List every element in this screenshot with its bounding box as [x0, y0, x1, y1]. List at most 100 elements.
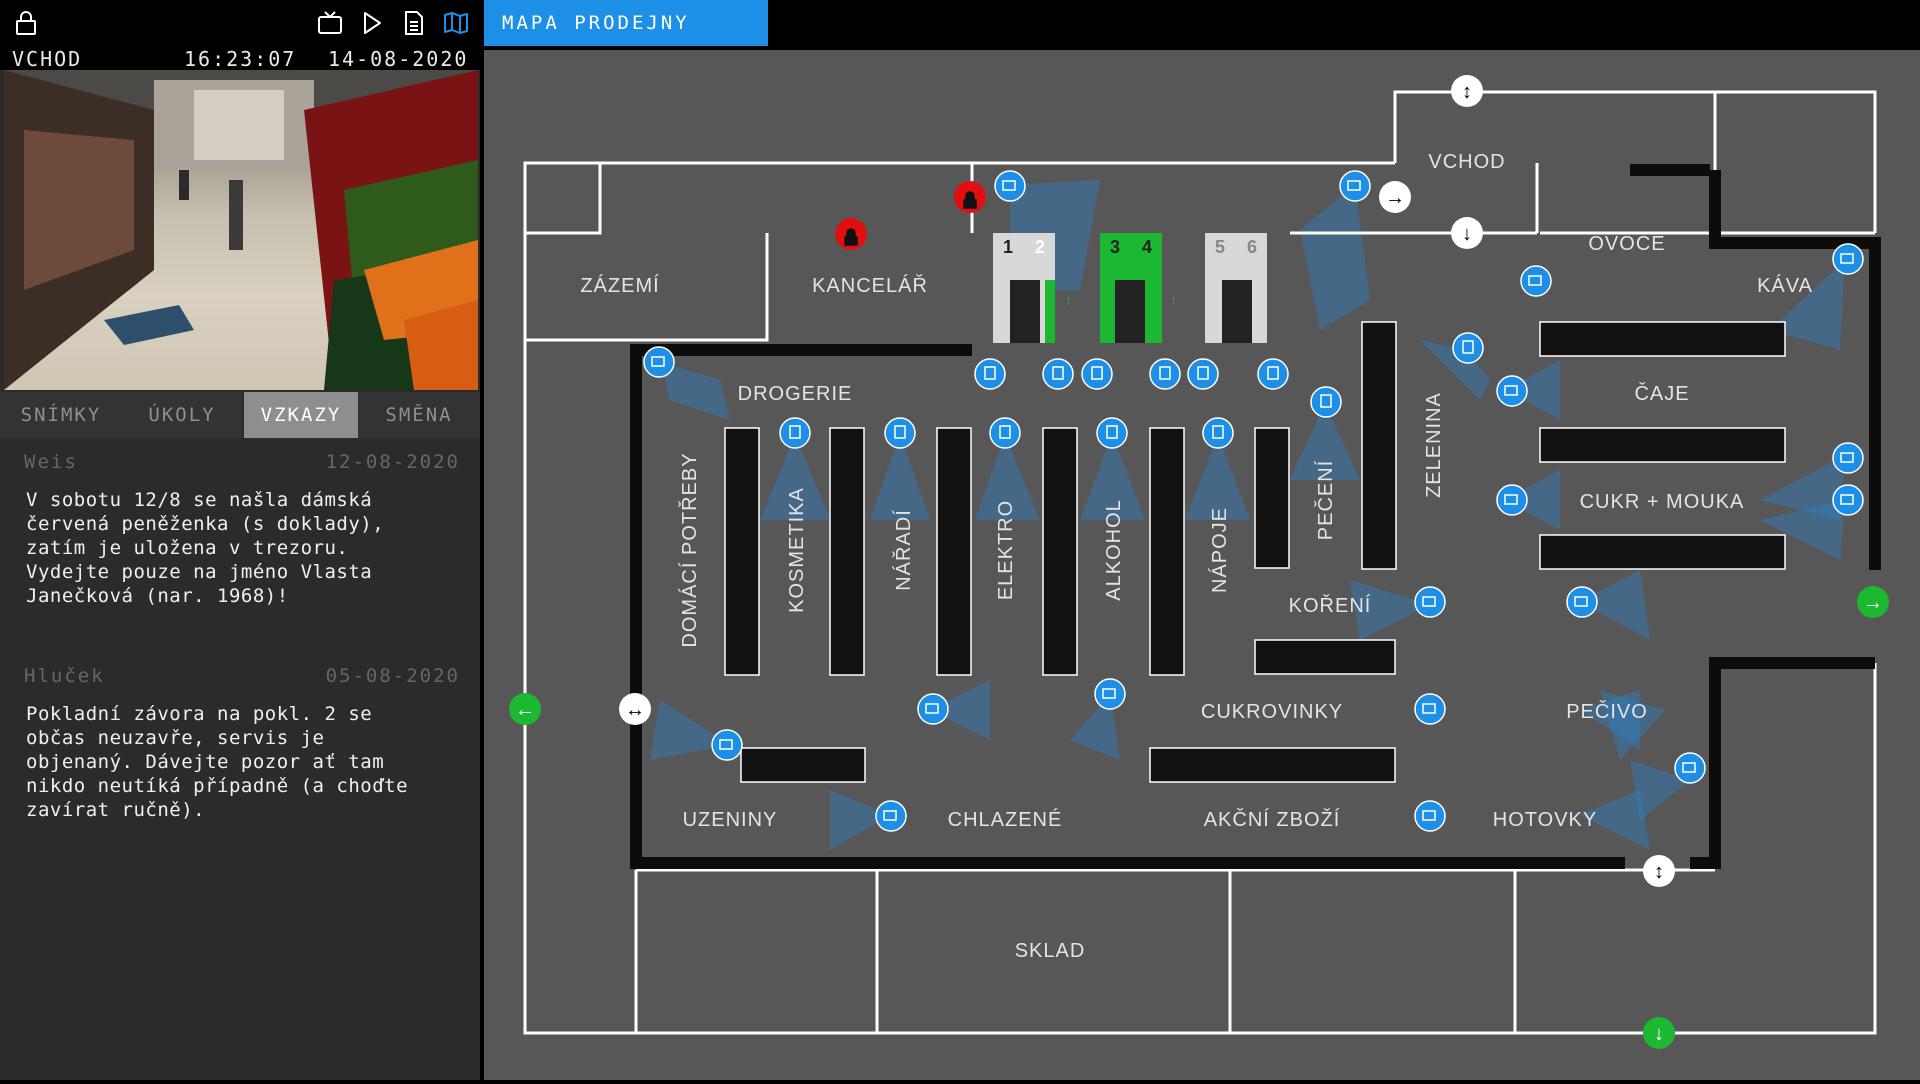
camera-icon[interactable]: [989, 417, 1021, 449]
checkout-number: 1: [1003, 237, 1013, 257]
camera-icon[interactable]: [1339, 170, 1371, 202]
left-panel: VCHOD 16:23:07 14-08-2020 SNÍMKY ÚKOLY V…: [0, 0, 480, 1080]
camera-icon[interactable]: [875, 800, 907, 832]
camera-icon[interactable]: [1096, 417, 1128, 449]
camera-icon[interactable]: [1187, 358, 1219, 390]
svg-text:→: →: [1863, 592, 1883, 614]
document-icon[interactable]: [400, 9, 428, 37]
sales-floor-border: [630, 164, 1881, 869]
camera-icon[interactable]: [1832, 243, 1864, 275]
message-author: Hluček: [24, 665, 105, 687]
zone-label: CHLAZENÉ: [948, 808, 1063, 831]
svg-text:←: ←: [515, 699, 535, 721]
message-text: V sobotu 12/8 se našla dámská červená pe…: [26, 489, 385, 607]
play-icon[interactable]: [358, 9, 386, 37]
zone-label: DOMÁCÍ POTŘEBY: [678, 452, 701, 647]
camera-icon[interactable]: [974, 358, 1006, 390]
camera-icon[interactable]: [917, 693, 949, 725]
camera-icon[interactable]: [1566, 586, 1598, 618]
camera-icon[interactable]: [884, 417, 916, 449]
lock-icon[interactable]: [835, 218, 867, 250]
map-icon[interactable]: [442, 9, 470, 37]
camera-time: 16:23:07: [184, 47, 297, 71]
lock-icon[interactable]: [954, 181, 986, 213]
svg-text:→: →: [1385, 187, 1405, 209]
tab-vzkazy[interactable]: VZKAZY: [244, 392, 358, 438]
camera-icon[interactable]: [1094, 678, 1126, 710]
door-icon[interactable]: ↓: [1451, 217, 1483, 249]
zone-label: OVOCE: [1588, 233, 1665, 255]
camera-icon[interactable]: [994, 170, 1026, 202]
zone-label: PEČENÍ: [1314, 460, 1337, 540]
checkouts: 1 2 3 4 5 6 ↑ ↑: [993, 233, 1267, 343]
zone-label: CUKROVINKY: [1201, 701, 1343, 723]
exit-icon[interactable]: ↓: [1643, 1017, 1675, 1049]
door-icon[interactable]: ↕: [1643, 855, 1675, 887]
message-date: 12-08-2020: [325, 451, 460, 473]
camera-icon[interactable]: [1674, 752, 1706, 784]
camera-icon[interactable]: [1414, 693, 1446, 725]
shelves: [724, 321, 1786, 783]
arrow-up-icon: ↑: [1065, 292, 1072, 308]
svg-text:↕: ↕: [1654, 861, 1664, 883]
message-date: 05-08-2020: [325, 665, 460, 687]
store-map-svg: 1 2 3 4 5 6 ↑ ↑ VCHOD ZÁZEMÍ KANCELÁŘ OV…: [509, 75, 1889, 1049]
door-icon[interactable]: ↕: [1451, 75, 1483, 107]
svg-text:↓: ↓: [1462, 223, 1472, 245]
zone-label: SKLAD: [1015, 940, 1086, 962]
message-author: Weis: [24, 451, 78, 473]
tv-icon[interactable]: [316, 9, 344, 37]
camera-icon[interactable]: [779, 417, 811, 449]
zone-label: ČAJE: [1634, 382, 1689, 405]
checkout-number: 3: [1110, 237, 1120, 257]
zone-label: ELEKTRO: [995, 500, 1017, 600]
store-map: 1 2 3 4 5 6 ↑ ↑ VCHOD ZÁZEMÍ KANCELÁŘ OV…: [484, 50, 1920, 1080]
tab-ukoly[interactable]: ÚKOLY: [122, 392, 242, 438]
zone-label: PEČIVO: [1566, 700, 1648, 723]
camera-feed-image: [4, 70, 478, 390]
checkout-number: 5: [1215, 237, 1225, 257]
camera-icon[interactable]: [1081, 358, 1113, 390]
lock-icon[interactable]: [12, 9, 40, 37]
zone-label: AKČNÍ ZBOŽÍ: [1204, 808, 1341, 831]
svg-text:↔: ↔: [625, 699, 645, 721]
camera-icon[interactable]: [1149, 358, 1181, 390]
camera-icon[interactable]: [1496, 375, 1528, 407]
zone-label: ALKOHOL: [1103, 499, 1125, 600]
zone-label: DROGERIE: [738, 383, 853, 405]
zone-label: UZENINY: [683, 809, 778, 831]
message-meta: Weis 12-08-2020: [24, 451, 460, 473]
tab-smena[interactable]: SMĚNA: [358, 392, 480, 438]
exit-icon[interactable]: →: [1857, 586, 1889, 618]
zone-label: ZELENINA: [1423, 392, 1445, 498]
camera-icon[interactable]: [1496, 484, 1528, 516]
camera-icon[interactable]: [1832, 442, 1864, 474]
exit-icon[interactable]: ←: [509, 693, 541, 725]
toolbar: [0, 0, 480, 46]
panel-tabs: SNÍMKY ÚKOLY VZKAZY SMĚNA: [0, 392, 480, 438]
checkout-number: 6: [1247, 237, 1257, 257]
camera-date: 14-08-2020: [328, 47, 469, 71]
camera-icon[interactable]: [1257, 358, 1289, 390]
camera-icon[interactable]: [1414, 800, 1446, 832]
camera-icon[interactable]: [1452, 332, 1484, 364]
camera-icon[interactable]: [1832, 484, 1864, 516]
camera-icon[interactable]: [1520, 265, 1552, 297]
camera-icon[interactable]: [643, 346, 675, 378]
camera-feed[interactable]: [4, 70, 478, 390]
camera-icon[interactable]: [1310, 386, 1342, 418]
tab-map[interactable]: MAPA PRODEJNY: [484, 0, 768, 46]
message-text: Pokladní závora na pokl. 2 se občas neuz…: [26, 703, 409, 821]
zone-label: VCHOD: [1428, 151, 1505, 173]
door-icon[interactable]: →: [1379, 181, 1411, 213]
camera-icon[interactable]: [711, 729, 743, 761]
door-icon[interactable]: ↔: [619, 693, 651, 725]
camera-icon[interactable]: [1202, 417, 1234, 449]
svg-text:↓: ↓: [1654, 1023, 1664, 1045]
camera-icon[interactable]: [1414, 586, 1446, 618]
camera-icon[interactable]: [1042, 358, 1074, 390]
tab-snimky[interactable]: SNÍMKY: [0, 392, 122, 438]
checkout-number: 2: [1035, 237, 1045, 257]
zone-label: KOŘENÍ: [1289, 594, 1372, 617]
svg-text:↕: ↕: [1462, 81, 1472, 103]
